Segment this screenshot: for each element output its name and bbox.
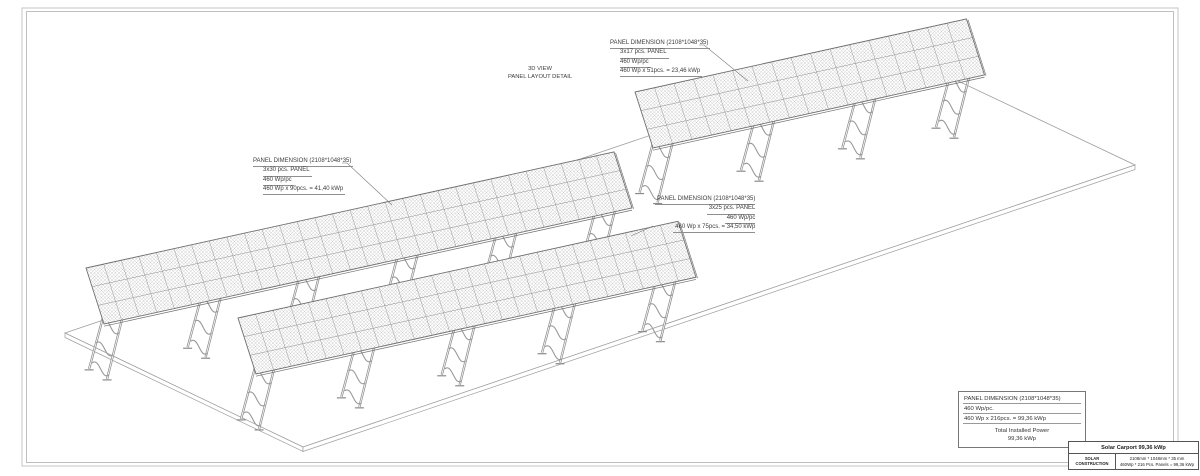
- summary-calc: 460 Wp x 216pcs. = 99,36 kWp: [963, 414, 1081, 424]
- note-b-wattage: 460 Wp/pc: [263, 177, 294, 186]
- view-title: 3D VIEW PANEL LAYOUT DETAIL: [470, 66, 610, 81]
- total-power-summary-box: PANEL DIMENSION (2108*1048*35) 460 Wp/pc…: [958, 391, 1086, 448]
- panel-note-array-a: PANEL DIMENSION (2108*1048*35) 3x17 pcs.…: [610, 40, 711, 78]
- note-a-total: 460 Wp x 51pcs. = 23,46 kWp: [620, 68, 703, 78]
- summary-total-label: Total Installed Power: [994, 428, 1050, 434]
- leader-lines: [342, 44, 749, 237]
- title-block-project-title: Solar Carport 99,36 kWp: [1069, 442, 1198, 454]
- note-b-total: 460 Wp x 90pcs. = 41,40 kWp: [263, 186, 346, 196]
- canopy-array-b-3x30: [84, 151, 634, 381]
- note-c-count: 3x25 pcs. PANEL: [706, 205, 756, 215]
- note-c-dimension: PANEL DIMENSION (2108*1048*35): [655, 196, 756, 206]
- view-title-line1: 3D VIEW: [528, 66, 552, 72]
- summary-total-value: 99,36 kWp: [1007, 436, 1037, 442]
- note-a-wattage: 460 Wp/pc: [620, 59, 651, 68]
- note-b-count: 3x30 pcs. PANEL: [263, 167, 312, 177]
- canopy-array-c-3x25: [236, 220, 698, 431]
- note-b-dimension: PANEL DIMENSION (2108*1048*35): [253, 158, 354, 168]
- note-c-total: 460 Wp x 75pcs. = 34,50 kWp: [673, 224, 756, 234]
- note-a-count: 3x17 pcs. PANEL: [620, 49, 669, 59]
- view-title-line2: PANEL LAYOUT DETAIL: [507, 73, 573, 80]
- title-block: Solar Carport 99,36 kWp SOLAR CONSTRUCTI…: [1068, 441, 1199, 470]
- note-a-dimension: PANEL DIMENSION (2108*1048*35): [610, 40, 711, 50]
- summary-dimension: PANEL DIMENSION (2108*1048*35): [963, 394, 1081, 404]
- panel-note-array-b: PANEL DIMENSION (2108*1048*35) 3x30 pcs.…: [253, 158, 354, 196]
- title-block-company: SOLAR CONSTRUCTION: [1069, 454, 1116, 469]
- title-block-power-calc: 460Wp * 216 Pcs. Panels = 99,36 kWp: [1119, 462, 1195, 467]
- summary-wattage: 460 Wp/pc.: [963, 404, 1081, 414]
- note-c-wattage: 460 Wp/pc: [724, 215, 756, 224]
- title-block-panel-size: 2108mm * 1048mm * 35 mm: [1129, 455, 1185, 461]
- page-frame: [21, 7, 1179, 467]
- panel-note-array-c: PANEL DIMENSION (2108*1048*35) 3x25 pcs.…: [655, 196, 756, 234]
- canopy-array-a-3x17: [634, 18, 987, 205]
